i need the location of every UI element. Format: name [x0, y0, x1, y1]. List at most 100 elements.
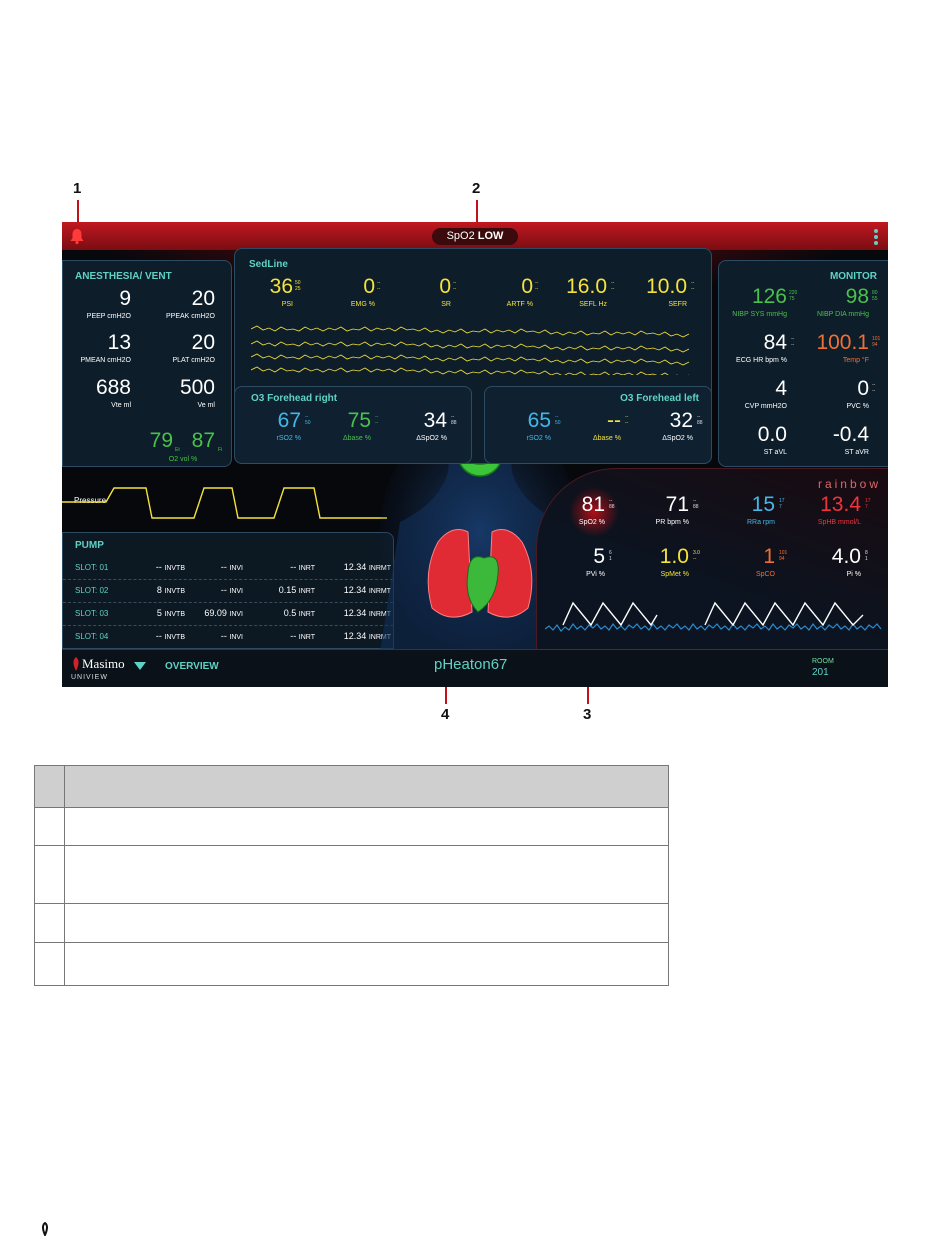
spo2-value: 81 [581, 493, 605, 516]
table-header-row [34, 765, 669, 808]
o2-fi-value: 87 [191, 429, 215, 452]
cvp-label: CVP mmH2O [744, 403, 787, 410]
inrt-cell: -- INRT [259, 562, 315, 572]
pr-limits: --88 [693, 498, 699, 510]
invi-unit: INVI [229, 565, 243, 572]
invtb-cell: -- INVTB [123, 562, 185, 572]
callout-legend-table [34, 765, 669, 986]
alarm-message[interactable]: SpO2 LOW [432, 228, 518, 245]
pi-value: 4.0 [831, 545, 861, 568]
brand-name: Masimo [82, 656, 125, 671]
invtb-value: -- [155, 631, 162, 641]
o3-right-rso2-limits: --50 [305, 414, 311, 426]
invtb-unit: INVTB [164, 565, 185, 572]
masimo-logo-icon [73, 657, 79, 671]
panel-title: ANESTHESIA/ VENT [75, 271, 172, 282]
pump-row[interactable]: SLOT: 03 5 INVTB 69.09 INVI 0.5 INRT 12.… [63, 603, 393, 626]
inrt-cell: -- INRT [259, 631, 315, 641]
view-dropdown-icon[interactable] [134, 662, 146, 670]
inrmt-unit: INRMT [368, 611, 391, 618]
o3-left-dbase-value: -- [607, 409, 621, 432]
view-selector[interactable]: OVERVIEW [165, 661, 219, 672]
invtb-unit: INVTB [164, 634, 185, 641]
o3-left-rso2-value: 65 [527, 409, 551, 432]
pump-row[interactable]: SLOT: 04 -- INVTB -- INVI -- INRT 12.34 … [63, 626, 393, 648]
plat-label: PLAT cmH2O [172, 357, 215, 364]
pump-row[interactable]: SLOT: 01 -- INVTB -- INVI -- INRT 12.34 … [63, 557, 393, 580]
table-cell [64, 903, 669, 943]
inrt-unit: INRT [298, 611, 315, 618]
temp-label: Temp °F [842, 357, 869, 364]
pump-row[interactable]: SLOT: 02 8 INVTB -- INVI 0.15 INRT 12.34… [63, 580, 393, 603]
st-avr-value: -0.4 [832, 423, 869, 446]
o2-et-value: 79 [149, 429, 173, 452]
more-menu-icon[interactable] [874, 229, 878, 247]
callout-2: 2 [472, 180, 481, 197]
o3-right-panel[interactable]: O3 Forehead right 67 --50 rSO2 % 75 ----… [234, 386, 472, 464]
sefl-value: 16.0 [566, 275, 607, 298]
o3-left-title: O3 Forehead left [620, 393, 699, 404]
rainbow-panel[interactable]: rainbow 81 --88 SpO2 % 71 --88 PR bpm % … [536, 468, 888, 651]
peep-label: PEEP cmH2O [86, 313, 131, 320]
invi-unit: INVI [229, 634, 243, 641]
sr-label: SR [441, 301, 451, 308]
invtb-cell: -- INVTB [123, 631, 185, 641]
patient-name[interactable]: pHeaton67 [434, 656, 508, 673]
o3-right-dspo2-value: 34 [423, 409, 447, 432]
artf-value: 0 [521, 275, 533, 298]
table-cell [34, 942, 65, 986]
spco-label: SpCO [755, 571, 775, 578]
pvi-value: 5 [593, 545, 605, 568]
inrmt-cell: 12.34 INRMT [323, 562, 391, 572]
o3-left-rso2-limits: --50 [555, 414, 561, 426]
inrt-unit: INRT [298, 565, 315, 572]
ecg-hr-value: 84 [763, 331, 787, 354]
pressure-label: Pressure [74, 496, 107, 505]
heart-icon [466, 556, 499, 613]
pump-title: PUMP [75, 540, 104, 551]
table-row [34, 807, 669, 846]
footer-bar: Masimo UNIVIEW OVERVIEW pHeaton67 ROOM 2… [62, 649, 888, 687]
sefr-limits: ---- [691, 280, 695, 292]
masimo-mark-icon [42, 1222, 48, 1236]
table-row [34, 845, 669, 904]
rra-value: 15 [751, 493, 775, 516]
o3-right-rso2-value: 67 [277, 409, 301, 432]
o3-right-dbase-value: 75 [347, 409, 371, 432]
alarm-bell-icon[interactable] [68, 227, 86, 245]
pleth-waveform [545, 601, 882, 632]
ppeak-label: PPEAK cmH2O [165, 313, 215, 320]
invi-value: -- [220, 631, 227, 641]
table-cell [34, 845, 65, 904]
o3-right-dspo2-limits: --88 [451, 414, 457, 426]
inrt-value: -- [290, 631, 297, 641]
inrmt-cell: 12.34 INRMT [323, 608, 391, 618]
emg-value: 0 [363, 275, 375, 298]
spo2-alarm-glow [569, 487, 619, 537]
artf-label: ARTF % [506, 301, 533, 308]
sphb-value: 13.4 [820, 493, 861, 516]
st-avr-label: ST aVR [844, 449, 869, 456]
pump-panel[interactable]: PUMP SLOT: 01 -- INVTB -- INVI -- INRT 1… [62, 532, 394, 649]
o3-left-dbase-limits: ---- [625, 414, 629, 426]
spmet-limits: 3.0-- [693, 550, 700, 562]
room-number: 201 [812, 667, 829, 678]
emg-label: EMG % [350, 301, 375, 308]
anesthesia-vent-panel[interactable]: ANESTHESIA/ VENT 9 PEEP cmH2O 20 PPEAK c… [62, 260, 232, 467]
slot-label: SLOT: 03 [75, 609, 109, 618]
pressure-waveform [62, 487, 387, 519]
spco-value: 1 [763, 545, 775, 568]
eeg-waveforms [251, 325, 690, 375]
callout-3: 3 [583, 706, 592, 723]
pvi-label: PVi % [586, 571, 605, 578]
rra-label: RRa rpm [746, 519, 775, 526]
nibp-sys-label: NIBP SYS mmHg [732, 311, 787, 318]
sedline-title: SedLine [249, 259, 288, 270]
o3-left-panel[interactable]: O3 Forehead left 65 --50 rSO2 % -- ---- … [484, 386, 712, 464]
pr-label: PR bpm % [655, 519, 689, 526]
